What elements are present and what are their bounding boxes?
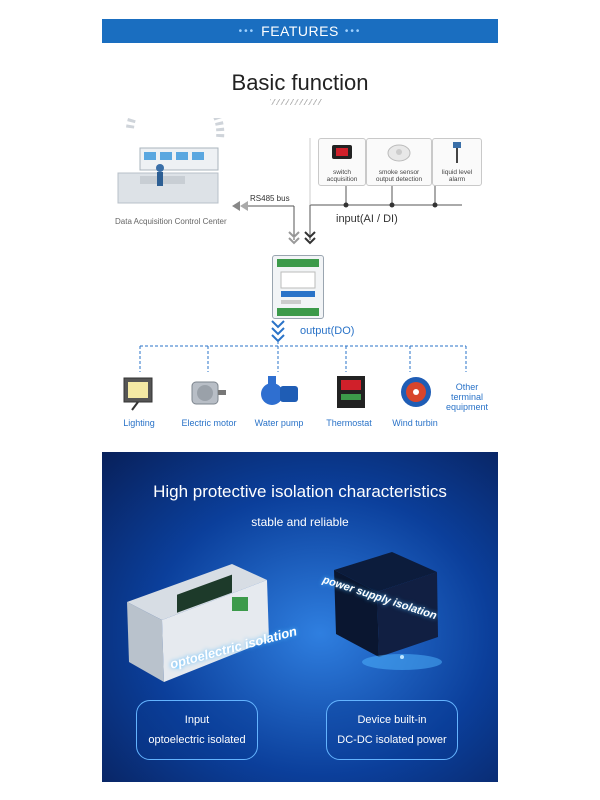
liquid-level-label: liquid level alarm (441, 169, 473, 183)
banner-dots-right: ••• (344, 25, 362, 37)
equipment-label-lighting: Lighting (123, 418, 155, 428)
isolation-subtitle: stable and reliable (251, 515, 349, 529)
title-underline-hatch (270, 99, 322, 105)
liquid-level-icon (453, 142, 461, 163)
input-box-line1: Input (184, 714, 210, 726)
relay-module-icon (277, 259, 319, 316)
switch-sensor-card: switch acquisition (318, 138, 366, 186)
banner-title: FEATURES (261, 23, 339, 39)
dcdc-box-line1: Device built-in (357, 714, 427, 726)
output-label: output(DO) (300, 325, 355, 337)
isolation-title: High protective isolation characteristic… (153, 482, 447, 501)
equipment-label-thermostat: Thermostat (326, 418, 372, 428)
input-box-line2: optoelectric isolated (148, 734, 246, 746)
thermostat-icon (337, 376, 365, 408)
equipment-label-pump: Water pump (254, 418, 304, 428)
water-pump-icon (261, 376, 298, 405)
dcdc-isolation-box: Device built-in DC-DC isolated power (326, 700, 458, 760)
wind-turbine-fan-icon (401, 377, 431, 407)
wiring-diagram (139, 138, 467, 372)
smoke-detector-icon (387, 144, 411, 162)
dcdc-box-line2: DC-DC isolated power (337, 734, 447, 746)
smoke-sensor-label: smoke sensor output detection (375, 169, 423, 183)
isolation-illustration (127, 552, 442, 682)
smoke-sensor-card: smoke sensor output detection (366, 138, 432, 186)
equipment-label-other: Other terminal equipment (445, 382, 489, 412)
equipment-label-motor: Electric motor (181, 418, 237, 428)
liquid-level-card: liquid level alarm (432, 138, 482, 186)
input-isolation-box: Input optoelectric isolated (136, 700, 258, 760)
banner-dots-left: ••• (238, 25, 256, 37)
floodlight-icon (123, 377, 153, 411)
basic-function-title: Basic function (231, 70, 369, 95)
switch-sensor-label: switch acquisition (326, 169, 358, 183)
control-room-illustration (117, 118, 225, 204)
control-center-label: Data Acquisition Control Center (115, 217, 227, 226)
features-banner: ••• FEATURES ••• (102, 19, 498, 43)
switch-icon (332, 145, 352, 159)
equipment-label-wind: Wind turbin (392, 418, 438, 428)
isolation-panel: High protective isolation characteristic… (102, 452, 498, 782)
electric-motor-icon (191, 381, 226, 405)
input-label: input(AI / DI) (336, 213, 398, 225)
rs485-bus-label: RS485 bus (250, 194, 290, 203)
relay-module-device (272, 255, 324, 319)
